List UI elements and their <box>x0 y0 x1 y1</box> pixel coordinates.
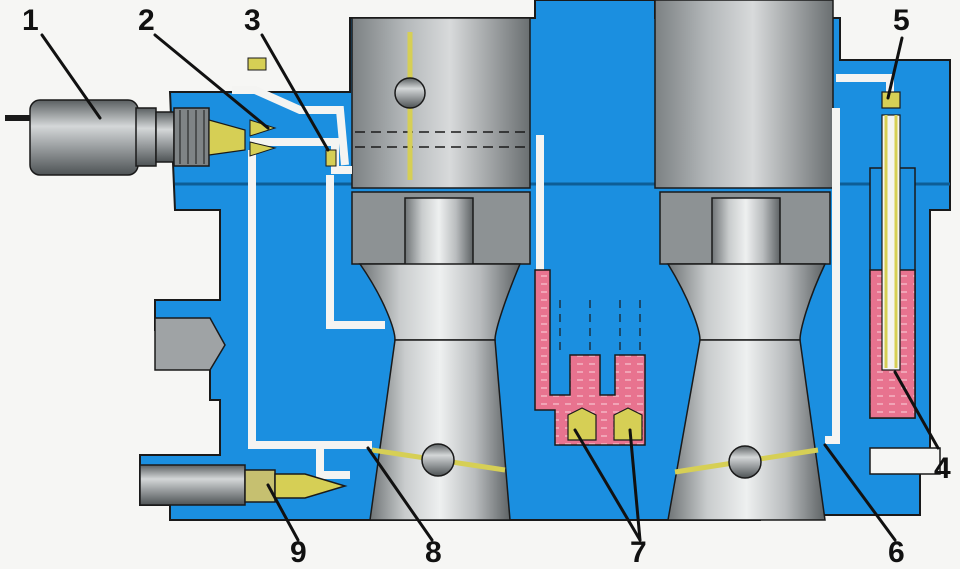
callout-8: 8 <box>425 536 442 569</box>
fuel-channels <box>232 74 894 479</box>
callout-3: 3 <box>244 4 261 37</box>
primary-chamber <box>351 17 531 521</box>
idle-outlet <box>325 149 337 167</box>
mixture-screw <box>139 464 348 506</box>
callout-4: 4 <box>934 452 951 485</box>
callout-5: 5 <box>893 4 910 37</box>
secondary-chamber <box>654 0 834 521</box>
mounting-stud <box>154 317 226 371</box>
callout-1: 1 <box>22 4 39 37</box>
callout-7: 7 <box>630 536 647 569</box>
main-fuel-system <box>534 269 646 446</box>
solenoid-valve <box>5 99 246 176</box>
callout-2: 2 <box>138 4 155 37</box>
econostat-well <box>869 91 916 419</box>
leader-lines <box>40 33 940 542</box>
callout-9: 9 <box>290 536 307 569</box>
body-cutout <box>869 447 941 475</box>
callout-6: 6 <box>888 536 905 569</box>
